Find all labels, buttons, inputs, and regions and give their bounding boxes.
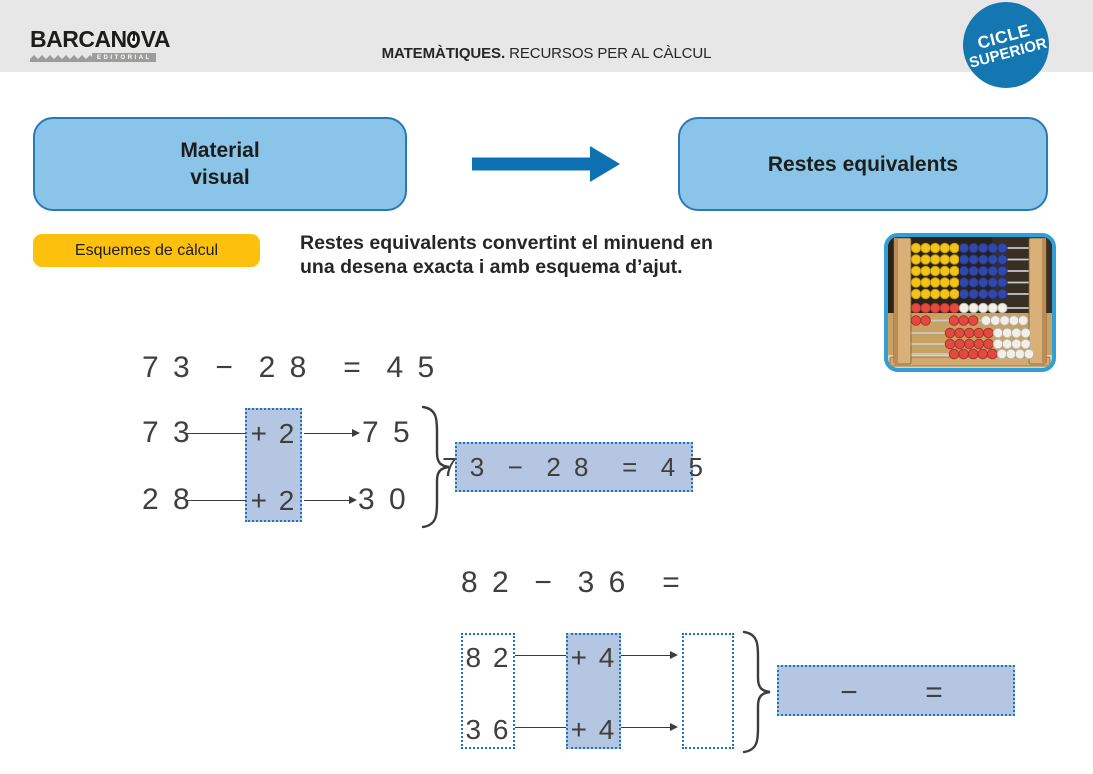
arrow-line-icon [304, 429, 360, 437]
brace-icon [742, 630, 771, 754]
subtrahend-value: 2 8 [142, 483, 193, 516]
material-visual-line1: Material [180, 139, 260, 162]
exercise-adjust-bottom: + 4 [570, 714, 617, 745]
connector-line [515, 655, 566, 656]
publisher-name: BARCAN VA [30, 26, 171, 52]
solved-equation: 7 3 − 2 8 = 4 5 [142, 351, 438, 384]
restes-equivalents-box: Restes equivalents [678, 117, 1048, 211]
cycle-badge: CICLE SUPERIOR [963, 2, 1049, 88]
exercise-operands-box: 8 2 3 6 [461, 633, 515, 749]
answer-equals-sign: = [925, 676, 943, 709]
lesson-description-line2: una desena exacta i amb esquema d’ajut. [300, 256, 683, 278]
arrow-line-icon [621, 651, 678, 659]
page-title-bold: MATEMÀTIQUES. [381, 45, 506, 62]
connector-line [515, 727, 566, 728]
lesson-description-line1: Restes equivalents convertint el minuend… [300, 232, 713, 254]
minuend-result-value: 7 5 [362, 416, 413, 449]
material-visual-line2: visual [190, 166, 250, 189]
adjust-bottom-value: + 2 [250, 485, 297, 516]
page-title-rest: RECURSOS PER AL CÀLCUL [505, 45, 712, 62]
restes-equivalents-label: Restes equivalents [767, 152, 959, 176]
exercise-answer-operands-box[interactable] [682, 633, 734, 749]
solved-result-box: 7 3 − 2 8 = 4 5 [442, 442, 703, 492]
esquemes-tag-label: Esquemes de càlcul [74, 241, 219, 259]
exercise-answer-box[interactable]: − = [777, 665, 1015, 716]
arrow-line-icon [621, 723, 678, 731]
lesson-description: Restes equivalents convertint el minuend… [300, 231, 713, 279]
adjust-top-value: + 2 [250, 418, 297, 449]
brace-icon [421, 405, 450, 529]
arrow-line-icon [304, 496, 357, 504]
wave-icon [30, 54, 92, 62]
subtrahend-result-value: 3 0 [358, 483, 409, 516]
publisher-name-pre: BARCAN [30, 26, 127, 52]
connector-line [186, 433, 246, 434]
material-visual-box: Material visual [33, 117, 407, 211]
publisher-subtitle: EDITORIAL [92, 52, 156, 62]
boxed-equation: 7 3 − 2 8 = 4 5 [442, 451, 706, 482]
abacus-illustration [888, 237, 1052, 368]
exercise-minuend: 8 2 [465, 642, 511, 673]
adjustment-box-solved: + 2 + 2 [245, 408, 302, 522]
header-bar: BARCAN VA EDITORIAL MATEMÀTIQUES. RECURSO… [0, 0, 1093, 72]
arrow-right-icon [472, 146, 620, 182]
answer-minus-sign: − [840, 676, 858, 709]
abacus-photo [884, 233, 1056, 372]
cycle-badge-text: CICLE SUPERIOR [963, 18, 1049, 72]
exercise-subtrahend: 3 6 [465, 714, 511, 745]
logo-band: EDITORIAL [30, 52, 170, 62]
page-title: MATEMÀTIQUES. RECURSOS PER AL CÀLCUL [0, 45, 1093, 62]
exercise-adjustment-box: + 4 + 4 [566, 633, 621, 749]
connector-line [186, 500, 246, 501]
barcanova-logo: BARCAN VA EDITORIAL [30, 26, 171, 62]
esquemes-tag: Esquemes de càlcul [33, 234, 260, 267]
minuend-value: 7 3 [142, 416, 193, 449]
publisher-name-post: VA [140, 26, 171, 52]
exercise-equation: 8 2 − 3 6 = [461, 566, 683, 599]
exercise-adjust-top: + 4 [570, 642, 617, 673]
compass-o-icon [127, 30, 141, 48]
